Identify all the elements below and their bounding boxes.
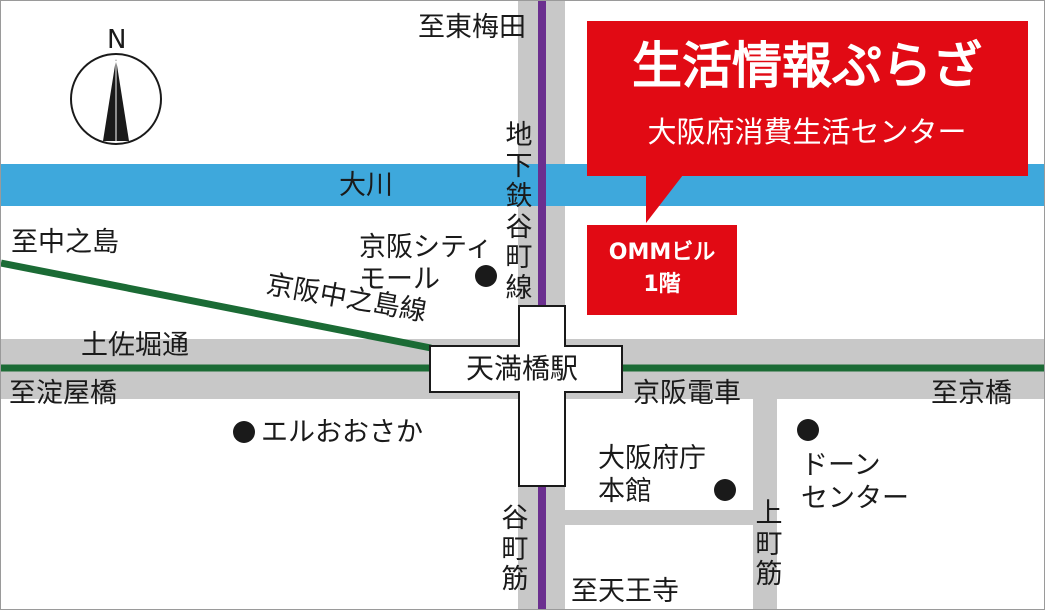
station-name: 天満橋駅	[466, 352, 579, 385]
landmark-l-osaka: エルおおさか	[261, 417, 423, 448]
callout-box	[587, 21, 1028, 176]
tanimachi-line-label: 地下鉄谷町線	[505, 120, 533, 304]
omm-building-floor: 1階	[643, 272, 681, 297]
callout-title: 生活情報ぷらざ	[632, 37, 982, 95]
l-osaka-marker	[233, 421, 255, 443]
station-cross	[429, 305, 623, 487]
omm-building-box: OMMビル 1階	[587, 225, 737, 315]
landmark-dawn-center-line2: センター	[801, 483, 909, 514]
landmark-pref-office-line2: 本館	[598, 476, 652, 507]
landmark-dawn-center-line1: ドーン	[801, 450, 881, 481]
keihan-nakanoshima-line-track	[1, 259, 432, 352]
landmark-keihan-city-mall-line2: モール	[359, 264, 440, 295]
callout-subtitle: 大阪府消費生活センター	[647, 115, 967, 149]
dawn-center-marker	[797, 419, 819, 441]
direction-higashi-umeda: 至東梅田	[418, 12, 526, 43]
callout-pointer	[646, 175, 683, 223]
direction-yodoyabashi: 至淀屋橋	[9, 378, 117, 409]
pref-office-marker	[714, 479, 736, 501]
uemachi-road	[753, 399, 777, 609]
street-uemachi-suji: 上町筋	[755, 498, 783, 590]
landmark-keihan-city-mall-line1: 京阪シティ	[359, 232, 493, 263]
compass-icon	[70, 53, 162, 145]
direction-nakanoshima: 至中之島	[11, 227, 119, 258]
omm-building-name: OMMビル	[608, 240, 716, 265]
compass-north-label: N	[107, 25, 127, 55]
street-tanimachi-suji: 谷町筋	[501, 503, 529, 595]
direction-tennoji: 至天王寺	[571, 576, 679, 607]
landmark-pref-office-line1: 大阪府庁	[598, 443, 706, 474]
river-label: 大川	[339, 170, 393, 201]
keihan-city-mall-marker	[475, 265, 497, 287]
keihan-electric-label: 京阪電車	[633, 378, 741, 409]
street-tosabori: 土佐堀通	[81, 330, 189, 361]
prefectural-office-road	[565, 510, 753, 525]
direction-kyobashi: 至京橋	[931, 378, 1012, 409]
